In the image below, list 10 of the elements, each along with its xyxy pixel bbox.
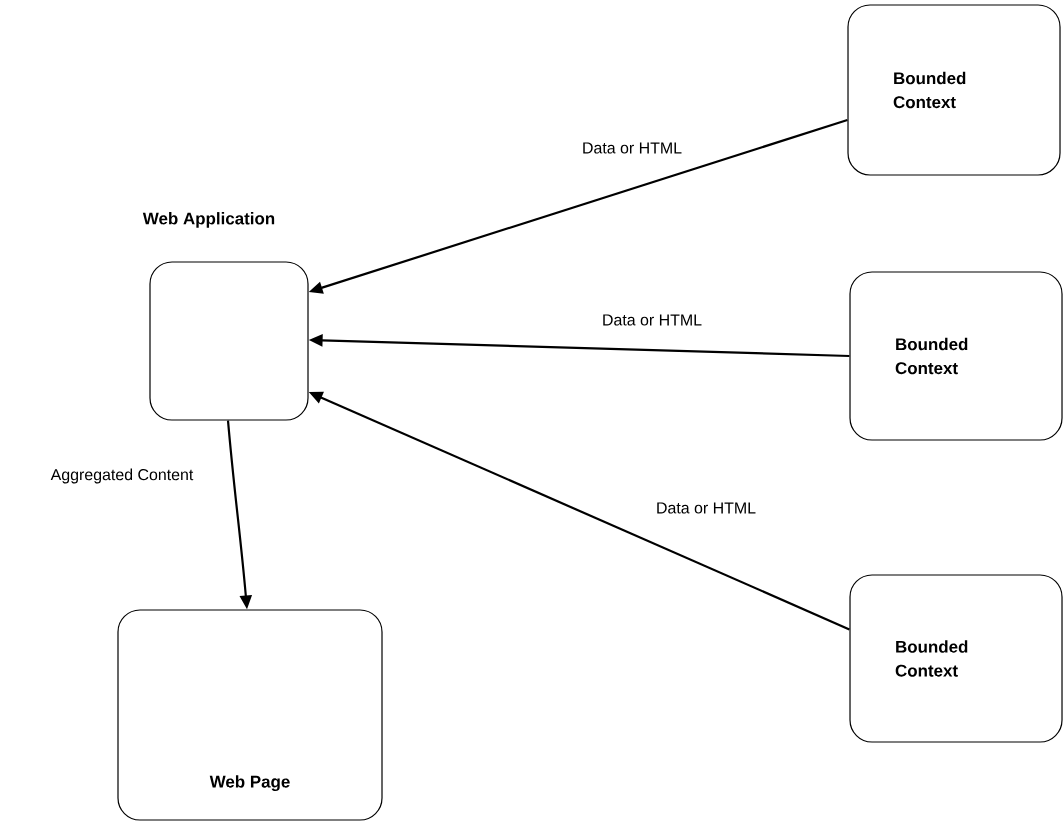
edge-label: Data or HTML xyxy=(599,312,705,328)
rounded-box: Web Page xyxy=(117,609,383,821)
edge-label: Aggregated Content xyxy=(48,466,196,486)
edge-label: Data or HTML xyxy=(579,140,685,156)
rounded-box: Bounded Context xyxy=(849,574,1063,743)
rounded-box: Web Application xyxy=(142,212,309,421)
node-label: Web Application xyxy=(142,212,275,228)
rounded-box: Bounded Context xyxy=(849,271,1063,441)
rounded-box: Bounded Context xyxy=(847,4,1061,176)
edge-label: Data or HTML xyxy=(653,500,759,516)
